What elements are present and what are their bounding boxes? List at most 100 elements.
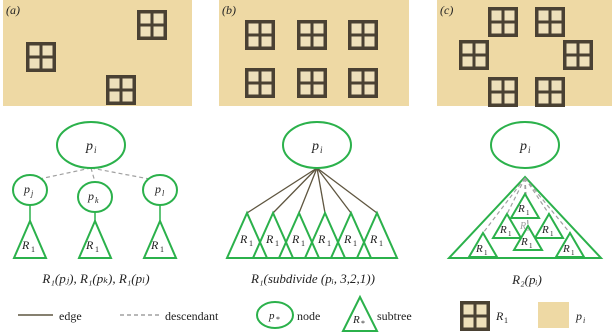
subtree-r1 xyxy=(251,210,295,259)
subtree-label: R xyxy=(21,238,30,252)
subtree-label-sub: 1 xyxy=(379,239,383,248)
legend-region-sub: 1 xyxy=(504,316,508,325)
subtree-label: R xyxy=(541,224,549,236)
subtree-label-sub: 1 xyxy=(529,242,533,250)
node-label: p xyxy=(85,139,93,154)
panel-a: (a) p i p j R 1 p k R 1 p l R 1 xyxy=(3,0,192,286)
subtree-r1 xyxy=(509,192,541,219)
legend-subtree-symbol-sub: * xyxy=(361,319,365,328)
edge-line xyxy=(246,167,318,214)
subtree-r1 xyxy=(225,210,269,259)
edge-fan xyxy=(246,167,378,214)
legend-subtree-swatch xyxy=(341,294,379,332)
node-label-sub: i xyxy=(94,145,97,155)
subtree-label-sub: 1 xyxy=(275,239,279,248)
region-r1-icon xyxy=(348,68,378,98)
region-r1-icon xyxy=(488,77,518,107)
legend-descendant-label: descendant xyxy=(165,309,219,323)
legend-edge-label: edge xyxy=(59,309,82,323)
region-r1-icon xyxy=(137,10,167,40)
node-label: p xyxy=(87,189,94,203)
subtree-label: R xyxy=(317,232,326,246)
panel-label-a: (a) xyxy=(6,3,20,17)
subtree-r1 xyxy=(12,218,48,259)
subtree-label: R xyxy=(85,238,94,252)
region-r1-icon xyxy=(535,7,565,37)
region-r1-icon xyxy=(348,20,378,50)
subtree-label: R xyxy=(499,224,507,236)
subtree-label: R xyxy=(369,232,378,246)
region-r1-icon xyxy=(459,40,489,70)
legend-area-sub: i xyxy=(583,316,585,325)
region-r1-icon xyxy=(245,20,275,50)
subtree-label-sub: 1 xyxy=(31,245,35,254)
subtree-label: R xyxy=(475,243,483,255)
node-label-sub: j xyxy=(30,189,34,198)
subtree-label-sub: 1 xyxy=(508,230,512,238)
region-r1-icon xyxy=(535,77,565,107)
subtree-label: R xyxy=(517,203,525,215)
node-label: p xyxy=(311,139,319,154)
region-r1-icon xyxy=(297,20,327,50)
subtree-r1 xyxy=(491,212,523,239)
node-label: p xyxy=(519,139,527,154)
subtree-label: R xyxy=(520,236,528,248)
subtree-label-sub: 1 xyxy=(353,239,357,248)
caption-a: R₁(pⱼ), R₁(pₖ), R₁(pₗ) xyxy=(41,271,149,286)
node-pi-a xyxy=(56,121,126,169)
subtree-label-sub: 1 xyxy=(526,209,530,217)
edge-line xyxy=(316,167,326,214)
subtree-label-sub: 1 xyxy=(160,245,164,254)
subtree-label-sub: 1 xyxy=(249,239,253,248)
subtree-label: R xyxy=(239,232,248,246)
descendant-line xyxy=(524,177,571,234)
legend-node-swatch xyxy=(256,301,294,329)
subtree-r1 xyxy=(467,231,499,258)
node-label-sub: k xyxy=(95,196,99,205)
descendant-line xyxy=(482,177,526,234)
subtree-r1 xyxy=(142,218,178,259)
subtree-label-sub: 1 xyxy=(571,249,575,257)
legend-node-symbol: p xyxy=(268,310,275,322)
subtree-r1 xyxy=(554,231,586,258)
descendant-line xyxy=(524,177,550,215)
panel-label-c: (c) xyxy=(440,3,453,17)
legend-node-symbol-sub: * xyxy=(276,315,280,324)
region-r1-icon xyxy=(106,75,136,105)
legend-region-r1-swatch xyxy=(460,301,490,331)
subtree-label-sub: 1 xyxy=(484,249,488,257)
subtree-label: R xyxy=(562,243,570,255)
subtree-label-sub: 1 xyxy=(95,245,99,254)
node-label-sub: i xyxy=(320,145,323,155)
region-r1-icon xyxy=(563,40,593,70)
subtree-label-sub: 1 xyxy=(550,230,554,238)
subtree-r1 xyxy=(77,218,113,259)
subtree-label: R xyxy=(291,232,300,246)
subtree-label: R xyxy=(343,232,352,246)
subtree-label-sub: 1 xyxy=(301,239,305,248)
region-r1-icon xyxy=(297,68,327,98)
legend-subtree-label: subtree xyxy=(377,309,412,323)
node-pi-b xyxy=(282,121,352,169)
node-label-sub: l xyxy=(162,189,165,198)
subtree-r1 xyxy=(303,210,347,259)
legend-area-label: p xyxy=(575,309,582,323)
subtree-r1 xyxy=(329,210,373,259)
panel-label-b: (b) xyxy=(222,3,236,17)
region-r1-icon xyxy=(245,68,275,98)
descendant-line xyxy=(90,167,96,183)
node-label: p xyxy=(23,182,30,196)
legend-subtree-symbol: R xyxy=(352,314,360,326)
legend-area-swatch xyxy=(538,302,569,328)
caption-c: R₂(pᵢ) xyxy=(511,272,542,287)
legend-node-label: node xyxy=(297,309,320,323)
legend: edge descendant p * node R * subtree R 1… xyxy=(18,294,585,332)
region-r1-icon xyxy=(26,42,56,72)
subtree-r1 xyxy=(512,224,544,251)
